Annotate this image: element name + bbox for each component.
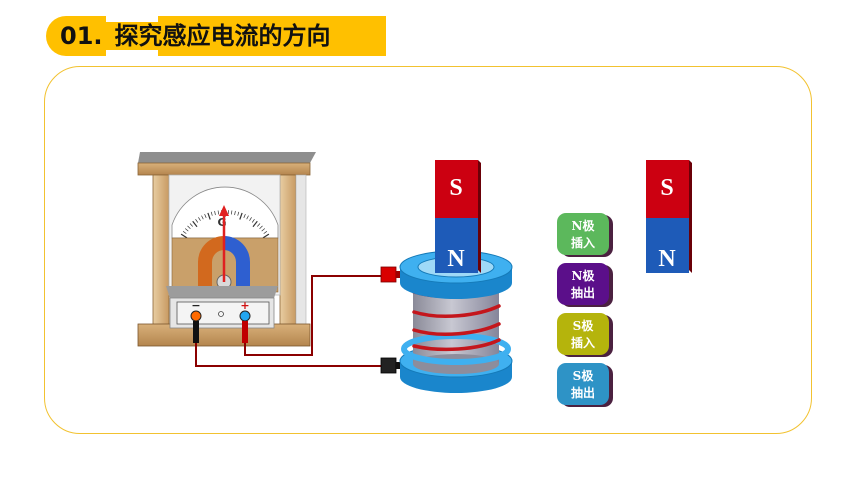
page-title: 01.探究感应电流的方向 <box>60 16 337 56</box>
terminal-center-screw <box>218 311 224 317</box>
dial-tick <box>257 223 261 227</box>
galvanometer-needle-tip <box>219 205 229 216</box>
dial-tick <box>249 217 252 221</box>
dial-tick <box>214 210 216 216</box>
dial-tick <box>192 220 198 228</box>
wire-minus-to-coil-bottom <box>195 343 383 367</box>
magnet2-n-pole <box>646 218 689 273</box>
dial-tick <box>263 231 268 234</box>
dial-tick <box>261 228 266 232</box>
dial-tick <box>195 218 199 223</box>
dial-tick <box>180 233 188 239</box>
dial-tick <box>259 225 263 229</box>
dial-tick <box>201 215 204 220</box>
action-button-line1: N极 <box>572 268 596 283</box>
dial-tick <box>182 231 187 234</box>
galvanometer-magnet-right <box>224 236 250 292</box>
section-number: 01. <box>60 22 109 50</box>
action-button-bg[interactable] <box>557 313 609 355</box>
magnet2-s-label: S <box>660 175 673 201</box>
action-button-line2: 抽出 <box>571 285 595 300</box>
action-button-line2: 抽出 <box>571 385 595 400</box>
action-button-bg[interactable] <box>557 263 609 305</box>
minus-lead <box>193 321 199 343</box>
dial-tick <box>187 225 191 229</box>
dial-tick <box>246 215 249 220</box>
terminal-plate-top <box>166 286 278 298</box>
coil-bottom-connector <box>380 357 397 374</box>
dial-tick <box>184 228 189 232</box>
magnet-shadow <box>478 160 481 273</box>
galvanometer-left-post <box>152 174 170 326</box>
action-button-bg[interactable] <box>557 363 609 405</box>
magnet2-shadow <box>689 160 692 273</box>
plus-terminal <box>239 310 251 322</box>
coil-top-connector-pin <box>396 271 402 278</box>
dial-tick <box>243 213 246 218</box>
action-button-bg[interactable] <box>557 213 609 255</box>
dial-tick <box>239 212 243 220</box>
coil-top-connector <box>380 266 397 283</box>
coil-middle-disk <box>401 333 511 365</box>
solenoid-coil <box>399 250 513 393</box>
dial-tick <box>251 218 255 223</box>
galvanometer-right-post <box>279 174 297 326</box>
magnet-s-label: S <box>449 175 462 201</box>
action-button-line1: S极 <box>573 318 595 333</box>
dial-tick <box>252 220 258 228</box>
dial-tick <box>262 233 270 239</box>
bar-magnet-standing: S N <box>646 160 692 273</box>
action-button-line2: 插入 <box>571 335 595 350</box>
section-title: 探究感应电流的方向 <box>108 22 337 50</box>
galvanometer-top-edge <box>138 152 316 163</box>
dial-tick <box>207 212 211 220</box>
minus-terminal <box>190 310 202 322</box>
galvanometer: G − + <box>137 152 316 347</box>
dial-tick <box>231 210 233 215</box>
coil-bottom-connector-pin <box>396 362 402 369</box>
plus-label: + <box>240 299 249 312</box>
plus-lead <box>242 321 248 343</box>
dial-tick <box>237 211 240 216</box>
galvanometer-top-plank <box>137 162 311 176</box>
title-header: 01.探究感应电流的方向 <box>46 16 386 56</box>
dial-tick <box>198 217 201 221</box>
dial-tick <box>189 223 193 227</box>
magnet2-n-label: N <box>658 246 676 272</box>
action-button-line2: 插入 <box>571 235 595 250</box>
galvanometer-magnet-left <box>198 236 224 292</box>
magnet-n-pole <box>435 218 478 273</box>
magnet-s-pole <box>435 160 478 218</box>
bar-magnet-in-coil: S N <box>435 160 481 273</box>
dial-tick <box>234 210 236 216</box>
circuit-wires <box>195 275 383 367</box>
dial-tick <box>204 213 207 218</box>
magnet2-s-pole <box>646 160 689 218</box>
action-button-line1: N极 <box>572 218 596 233</box>
action-button-line1: S极 <box>573 368 595 383</box>
dial-tick <box>210 211 213 216</box>
dial-tick <box>217 210 219 215</box>
minus-label: − <box>191 299 200 312</box>
magnet-n-label: N <box>447 246 465 272</box>
galvanometer-right-glass <box>295 174 307 326</box>
content-frame <box>44 66 812 434</box>
wire-plus-to-coil-top <box>244 275 383 356</box>
dial-letter: G <box>217 216 226 229</box>
